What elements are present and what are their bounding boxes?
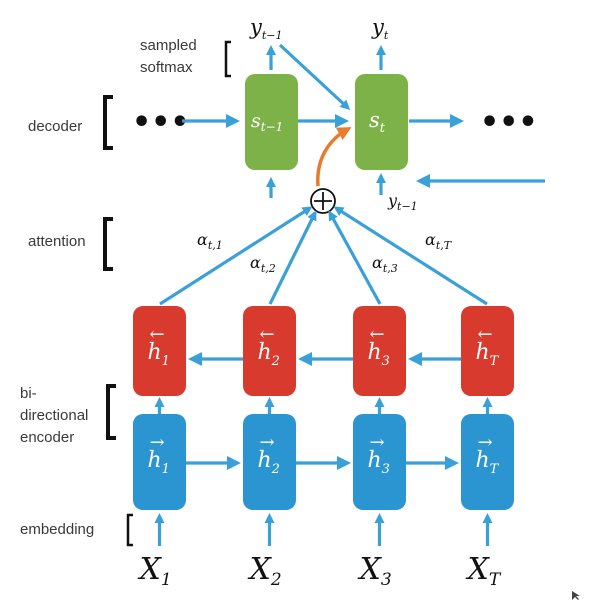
input-label-1: X1 [138,552,172,590]
arrow-context-to-decoder [316,127,352,187]
forward-state-4-box [461,414,514,510]
forward-state-2-label: h2 [258,448,280,477]
forward-state-2-box [243,414,296,510]
forward-state-4-arrow-glyph: → [478,432,493,453]
backward-state-1-box [133,306,186,396]
bracket-embedding [126,513,133,547]
feedback-input-label: yt−1 [387,191,418,213]
bracket-attention [103,217,113,271]
backward-state-2-box [243,306,296,396]
forward-state-1-box [133,414,186,510]
backward-state-4-box [461,306,514,396]
decoder-state-prev-box [245,74,298,170]
backward-state-3-box [353,306,406,396]
attention-weight-3: αt,3 [372,253,398,275]
attention-weight-1: αt,1 [197,230,223,252]
attention-sum-node [310,188,336,214]
bracket-sampled-softmax [224,40,231,78]
backward-state-1-label: h1 [148,340,170,369]
arrow-prev-output-feedback [278,43,351,111]
attention-weight-2: αt,2 [250,253,276,275]
input-row: X1 X2 X3 XT [138,513,502,590]
forward-state-3-arrow-glyph: → [370,432,385,453]
label-encoder: encoder [20,429,74,446]
input-label-3: X3 [358,552,392,590]
forward-state-3-label: h3 [368,448,390,477]
forward-encoder-row: →h1→h2→h3→hT [133,397,514,510]
label-attention-group: attention [28,217,113,271]
cursor-icon [572,591,580,600]
forward-state-4-label: hT [476,448,500,477]
backward-state-2-label: h2 [258,340,280,369]
label-softmax-line: softmax [140,59,193,76]
output-current-label: yt [371,15,389,42]
label-bi: bi- [20,385,37,402]
forward-state-1-label: h1 [148,448,170,477]
label-sampled-softmax: sampled softmax [140,37,231,78]
backward-state-2-arrow-glyph: ← [260,324,275,345]
backward-state-1-arrow-glyph: ← [150,324,165,345]
attention-arrow-T [333,206,488,306]
backward-state-4-arrow-glyph: ← [478,324,493,345]
decoder-state-prev-label: st−1 [251,110,283,134]
decoder-ellipsis-left: ••• [132,105,190,140]
label-encoder-group: bi- directional encoder [20,384,116,446]
label-embedding: embedding [20,521,94,538]
attention-arrow-3 [328,210,382,305]
backward-encoder-row: ←h1←h2←h3←hT [133,306,514,396]
attention-arrow-1 [159,206,313,306]
decoder-state-current-label: st [369,108,386,136]
bracket-decoder [103,95,113,150]
forward-state-1-arrow-glyph: → [150,432,165,453]
label-sampled-line: sampled [140,37,197,54]
label-decoder-group: decoder [28,95,113,150]
input-label-2: X2 [248,552,282,590]
backward-state-3-arrow-glyph: ← [370,324,385,345]
decoder-ellipsis-right: ••• [480,105,538,140]
attention-weight-T: αt,T [425,230,453,252]
forward-state-2-arrow-glyph: → [260,432,275,453]
forward-state-3-box [353,414,406,510]
label-directional: directional [20,407,88,424]
output-prev-label: yt−1 [249,15,283,42]
backward-state-3-label: h3 [368,340,390,369]
attention-arrow-2 [268,210,317,305]
bracket-encoder [106,384,116,440]
decoder-state-current-box [355,74,408,170]
label-decoder: decoder [28,118,82,135]
label-embedding-group: embedding [20,513,133,547]
label-attention: attention [28,233,86,250]
input-label-4: XT [466,552,502,590]
backward-state-4-label: hT [476,340,500,369]
